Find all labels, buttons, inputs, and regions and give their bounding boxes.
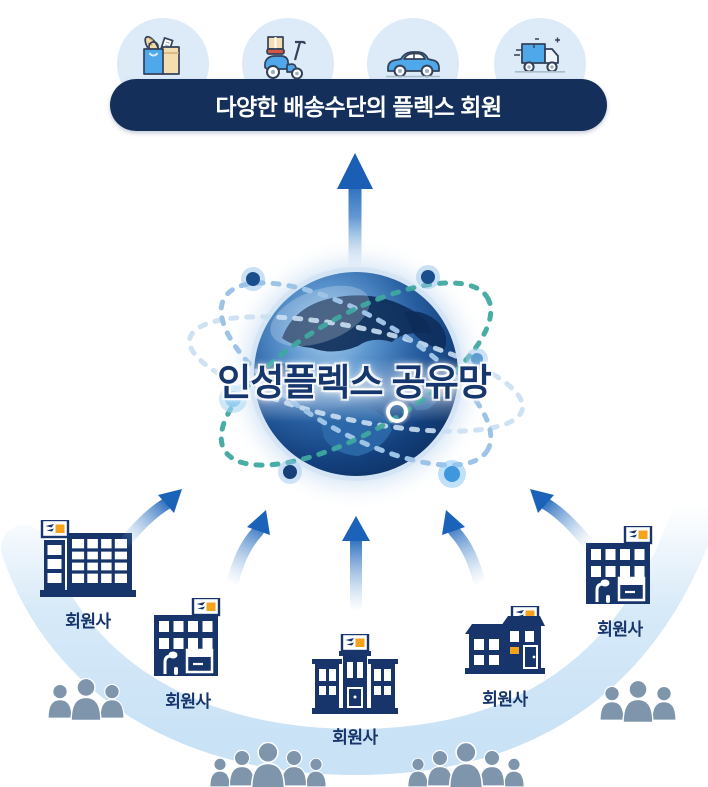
- orbit-node-dot: [246, 272, 260, 286]
- member-arrow-5: [530, 489, 596, 552]
- orbit-rings: [186, 280, 526, 468]
- member-building-5: 회원사: [585, 524, 655, 640]
- delivery-scooter-icon: [264, 36, 306, 80]
- member-arrow-4: [442, 510, 486, 591]
- globe: [254, 272, 458, 476]
- headquarters-building-icon: [312, 632, 398, 714]
- member-arrow-2: [226, 510, 270, 591]
- member-building-4: 회원사: [465, 604, 545, 710]
- office-building-icon: [154, 596, 221, 676]
- member-arrow-1: [116, 489, 182, 552]
- car-icon: [386, 51, 440, 78]
- network-title: 인성플렉스 공유망: [217, 362, 492, 403]
- member-label: 회원사: [165, 692, 211, 711]
- orbit-node-dot: [421, 270, 435, 284]
- orbit-node-dot: [444, 466, 460, 482]
- member-label: 회원사: [482, 690, 528, 709]
- delivery-banner: 다양한 배송수단의 플렉스 회원: [110, 79, 607, 131]
- globe-location-ring: [386, 401, 408, 423]
- shopping-bags-icon: [143, 35, 180, 75]
- member-building-2: 회원사: [153, 596, 223, 712]
- member-arrow-3: [342, 516, 370, 612]
- member-building-1: 회원사: [40, 518, 136, 632]
- member-label: 회원사: [65, 612, 111, 631]
- orbit-node-dot: [283, 465, 297, 479]
- member-label: 회원사: [332, 728, 378, 747]
- member-building-3: 회원사: [312, 632, 398, 748]
- office-building-icon: [586, 524, 653, 604]
- delivery-truck-icon: [514, 37, 565, 73]
- member-label: 회원사: [597, 620, 643, 639]
- delivery-banner-label: 다양한 배송수단의 플렉스 회원: [215, 94, 502, 120]
- up-arrow-to-banner: [337, 153, 373, 266]
- orbit-node-dot: [225, 391, 241, 407]
- warehouse-building-icon: [40, 518, 136, 597]
- house-building-icon: [465, 604, 545, 674]
- orbit-node-dot: [471, 353, 483, 365]
